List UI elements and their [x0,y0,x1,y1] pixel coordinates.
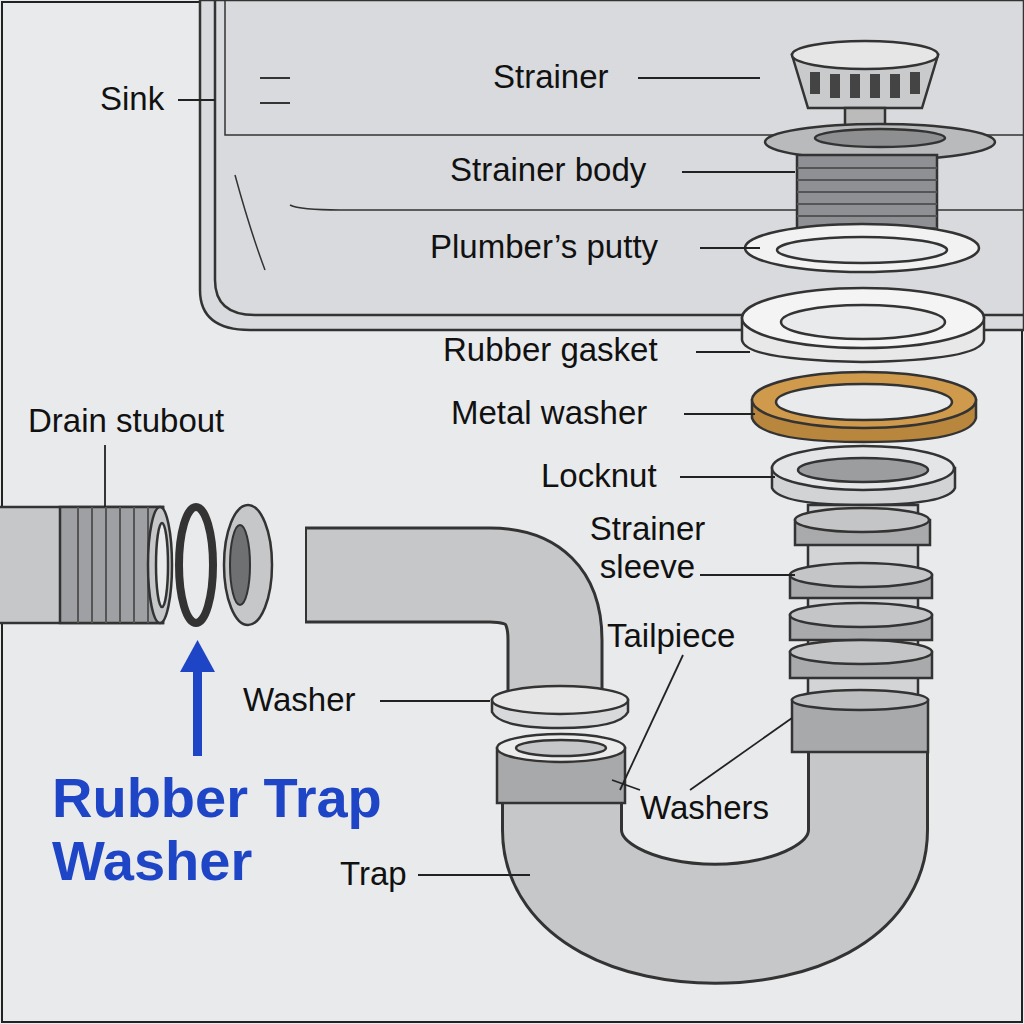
drain-stubout [119,507,121,623]
part-label: Washer [243,681,355,719]
drain-stubout [0,507,172,623]
sink-basin [225,0,1024,135]
locknut [772,446,955,505]
strainer-basket [792,41,938,69]
strainer-sleeve [795,508,929,532]
sink-basin [200,0,1024,330]
part-label: Tailpiece [607,617,735,655]
leader-lines [684,413,755,415]
leader-lines [682,171,795,173]
part-label: Plumber’s putty [430,228,658,266]
strainer-sleeve [790,603,932,627]
part-label: Locknut [541,457,657,495]
strainer-basket [810,72,820,94]
sink-basin [235,175,265,270]
strainer-sleeve [790,640,932,664]
trap-washers [230,525,250,605]
blue-arrow [193,668,202,756]
leader-lines [680,476,775,478]
part-label: Washers [640,789,769,827]
strainer-body [797,179,937,181]
drain-stubout [91,507,93,623]
putty-ring [745,224,979,272]
part-label: Sink [100,80,164,118]
strainer-body [797,203,937,205]
leader-lines [620,655,683,790]
strainer-body [797,215,937,217]
locknut [798,458,928,482]
trap-washers [179,507,213,623]
rubber-gasket [781,305,945,339]
drain-stubout [133,507,135,623]
strainer-basket [830,74,840,98]
metal-washer [752,372,976,428]
drain-stubout [77,507,79,623]
leader-lines [104,445,106,507]
locknut [772,446,954,490]
sink-basin [200,0,1024,330]
drain-stubout [148,507,172,623]
leader-lines [700,247,760,249]
drain-stubout [78,507,148,623]
strainer-basket [850,74,860,98]
strainer-basket [910,72,920,94]
part-label: Metal washer [451,394,647,432]
leader-lines [178,99,215,101]
strainer-basket [792,41,938,128]
strainer-basket [890,74,900,98]
leader-lines [690,718,792,790]
strainer-basket [870,74,880,98]
strainer-body [797,191,937,193]
drain-stubout [156,523,168,607]
part-label: Rubber gasket [443,331,658,369]
putty-ring [777,237,947,263]
metal-washer [776,384,952,420]
strainer-body [815,129,945,147]
drain-stubout [0,507,163,623]
strainer-sleeve [790,505,932,705]
metal-washer [752,372,976,442]
slip-nut [497,734,625,762]
strainer-sleeve [790,563,932,587]
blue-arrow [180,640,215,672]
leader-lines [696,351,750,353]
part-label: Strainer sleeve [575,510,720,586]
trap-nut [792,690,928,752]
drain-stubout [105,507,107,623]
strainer-basket [810,72,920,98]
leader-lines [380,700,490,702]
sink-basin [215,0,1024,315]
leader-lines [105,78,795,875]
trap-washers [224,505,272,625]
slip-nut [492,686,628,714]
part-label: Strainer [493,58,609,96]
rubber-gasket [742,288,984,362]
part-label: Trap [340,855,407,893]
part-label: Drain stubout [28,402,224,440]
trap-washers [179,505,272,625]
trap-nut [792,690,928,710]
leader-lines [700,574,795,576]
part-label: Strainer body [450,151,646,189]
leader-lines [260,77,290,79]
strainer-body [797,167,937,169]
leader-lines [612,780,640,790]
rubber-gasket [742,288,984,348]
leader-lines [260,102,290,104]
slip-nut [516,740,606,756]
leader-lines [418,874,530,876]
putty-ring [745,224,979,272]
leader-lines [638,77,760,79]
slip-nut [492,686,628,803]
blue-arrow [180,640,215,756]
